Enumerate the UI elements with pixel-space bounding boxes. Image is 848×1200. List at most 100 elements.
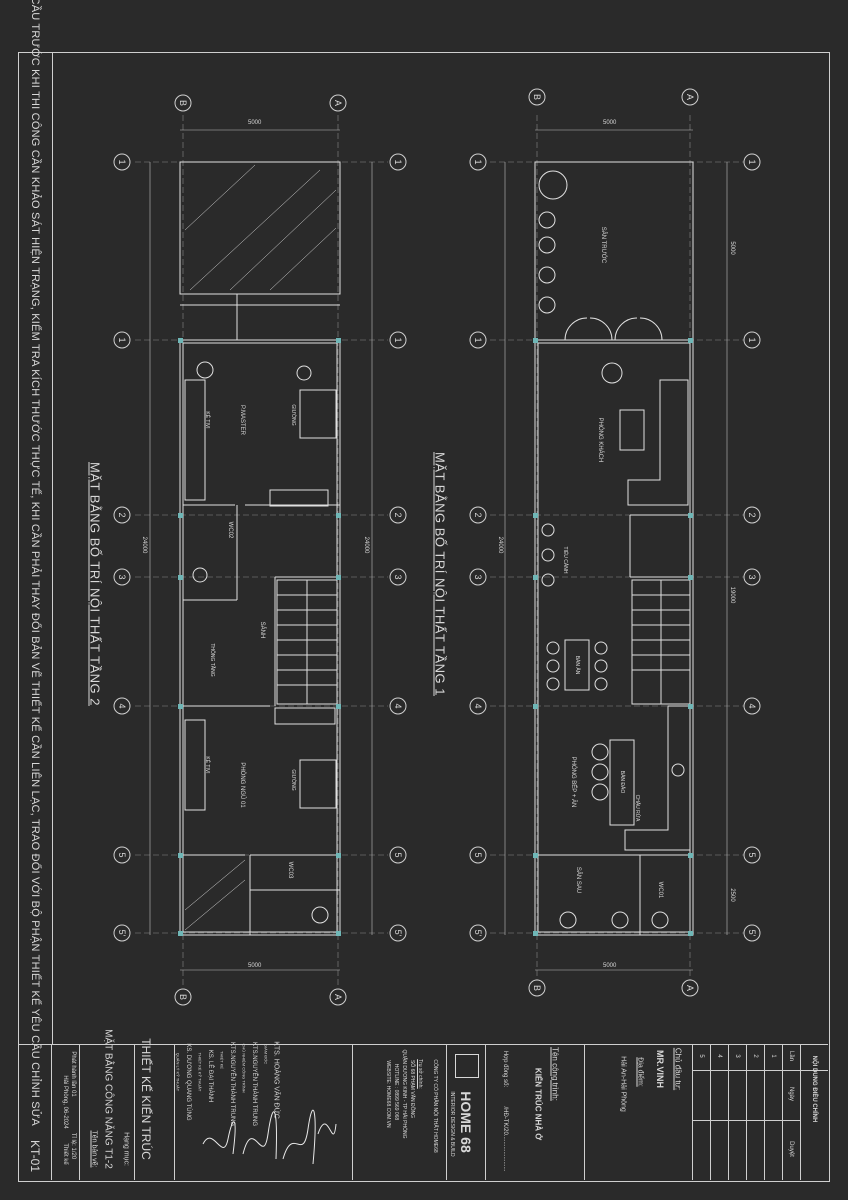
owner-label: Chủ đầu tư: xyxy=(673,1047,683,1091)
room-label: WC03 xyxy=(287,861,293,879)
dim-length: 24000 xyxy=(363,536,369,554)
dim-length: 24000 xyxy=(141,536,147,554)
floor1-title: MẶT BẰNG BỐ TRÍ NỘI THẤT TẦNG 1 xyxy=(432,451,448,697)
axis-label: 3 xyxy=(473,574,483,580)
rev-line xyxy=(764,1044,765,1180)
tb-divider xyxy=(800,1044,801,1180)
company-info: Trụ sở chính: xyxy=(417,1059,423,1089)
room-label: CHẬU RỬA xyxy=(634,794,640,822)
dim-length: 24000 xyxy=(497,536,503,554)
room-label: SÂN TRƯỚC xyxy=(600,226,606,264)
project-label: Tên công trình: xyxy=(550,1047,560,1101)
room-label: BÀN ĐẢO xyxy=(619,770,625,794)
staff-role: GIÁM ĐỐC xyxy=(263,1043,269,1065)
sheet-drawn: Thiết kế xyxy=(62,1143,68,1165)
revision-row: 5 xyxy=(698,1054,704,1058)
axis-label: B xyxy=(532,93,542,101)
axis-label: 2 xyxy=(473,512,483,518)
rev-line xyxy=(782,1044,783,1180)
drawing-name: MẶT BẰNG CÔNG NĂNG T1-2 xyxy=(102,1029,114,1169)
room-label: PHÒNG KHÁCH xyxy=(597,417,603,463)
revision-row: 4 xyxy=(716,1054,722,1058)
project-name: KIẾN TRÚC NHÀ Ở xyxy=(533,1067,543,1141)
axis-label: 1 xyxy=(393,337,403,343)
company-info: QUẬN DƯƠNG KINH - TP HẢI PHÒNG xyxy=(401,1049,407,1139)
sheet-scale: Tỉ lệ: 1/20 xyxy=(70,1132,76,1160)
notice-strip: YÊU CẦU TRƯỚC KHI THI CÔNG CẦN KHẢO SÁT … xyxy=(18,0,53,1126)
tb-divider xyxy=(485,1044,486,1180)
staff-name: KS. DƯƠNG QUANG TÙNG xyxy=(185,1043,191,1121)
room-label: TIỂU CẢNH xyxy=(562,546,568,574)
room-label: THÔNG TẦNG xyxy=(209,643,215,677)
revision-col: Duyệt xyxy=(788,1141,794,1157)
tb-divider xyxy=(51,1044,52,1180)
axis-label: 1 xyxy=(473,337,483,343)
rev-line xyxy=(746,1044,747,1180)
dim-width: 5000 xyxy=(248,120,262,126)
contract-label: Hợp đồng số: xyxy=(502,1050,508,1088)
axis-label: 5' xyxy=(473,929,483,937)
dim-length: 2500 xyxy=(729,888,735,902)
room-label: WC01 xyxy=(657,881,663,899)
axis-label: 4 xyxy=(393,703,403,709)
axis-label: B xyxy=(532,984,542,992)
phase-label: Hạng mục: xyxy=(122,1132,130,1166)
axis-label: 1 xyxy=(117,159,127,165)
place-value: Hải An-Hải Phòng xyxy=(619,1056,627,1112)
room-label: BÀN ĂN xyxy=(574,655,580,675)
axis-label: 1 xyxy=(747,159,757,165)
floor2-title: MẶT BẰNG BỐ TRÍ NỘI THẤT TẦNG 2 xyxy=(87,461,103,707)
company-tagline: INTERIOR DESIGN & BUILD xyxy=(449,1091,455,1157)
axis-label: 3 xyxy=(117,574,127,580)
room-label: PHÒNG BẾP + ĂN xyxy=(570,756,576,808)
staff-role: QUẢN LÝ KỸ THUẬT xyxy=(175,1052,181,1092)
staff-role: THIẾT KẾ xyxy=(219,1051,225,1069)
axis-label: 5' xyxy=(393,929,403,937)
tb-divider xyxy=(18,1044,828,1045)
rev-line xyxy=(728,1044,729,1180)
revision-col: Lần xyxy=(788,1050,794,1062)
tb-divider xyxy=(134,1044,135,1180)
company-logo xyxy=(455,1054,479,1078)
axis-label: 5 xyxy=(747,852,757,858)
company-info: SỐ 68 PHẠM VĂN ĐỒNG xyxy=(409,1059,415,1119)
axis-label: 4 xyxy=(117,703,127,709)
company-name: CÔNG TY CỔ PHẦN NỘI THẤT HOME68 xyxy=(432,1059,438,1153)
rev-line xyxy=(800,1070,828,1071)
room-label: KỆ TIVI xyxy=(204,411,210,429)
room-label: GIƯỜNG xyxy=(290,769,296,791)
owner-value: MR.VINH xyxy=(655,1050,665,1088)
room-label: WC02 xyxy=(227,521,233,539)
room-label: SÂN SAU xyxy=(575,866,581,894)
axis-label: 5 xyxy=(473,852,483,858)
floor2-plan xyxy=(179,161,341,936)
rev-line xyxy=(710,1044,711,1180)
tb-divider xyxy=(352,1044,353,1180)
axis-label: 1 xyxy=(473,159,483,165)
dim-width: 5000 xyxy=(603,963,617,969)
columns xyxy=(178,338,693,936)
floor-plans xyxy=(113,88,761,1006)
dim-length: 19000 xyxy=(729,586,735,604)
axis-label: 2 xyxy=(747,512,757,518)
axis-label: 1 xyxy=(393,159,403,165)
axis-label: 4 xyxy=(473,703,483,709)
room-label: KỆ TIVI xyxy=(204,756,210,774)
axis-label: A xyxy=(685,984,695,992)
contract-value: /HĐ-TK/20...................... xyxy=(502,1106,508,1172)
axis-label: 2 xyxy=(117,512,127,518)
room-label: SẢNH xyxy=(259,621,265,639)
revision-row: 1 xyxy=(770,1054,776,1058)
room-label: PHÒNG NGỦ 01 xyxy=(239,762,245,808)
tb-divider xyxy=(692,1044,693,1180)
axis-label: 5' xyxy=(747,929,757,937)
axis-label: A xyxy=(333,993,343,1001)
phase-value: THIẾT KẾ KIẾN TRÚC xyxy=(139,1038,153,1160)
tb-divider xyxy=(79,1044,80,1180)
title-block: KT-01 Hải Phòng, 06-2024 Phát hành lần 0… xyxy=(18,1029,828,1180)
dim-width: 5000 xyxy=(603,120,617,126)
place-label: Địa điểm: xyxy=(636,1057,644,1087)
axis-label: 3 xyxy=(393,574,403,580)
dim-length: 5000 xyxy=(729,241,735,255)
